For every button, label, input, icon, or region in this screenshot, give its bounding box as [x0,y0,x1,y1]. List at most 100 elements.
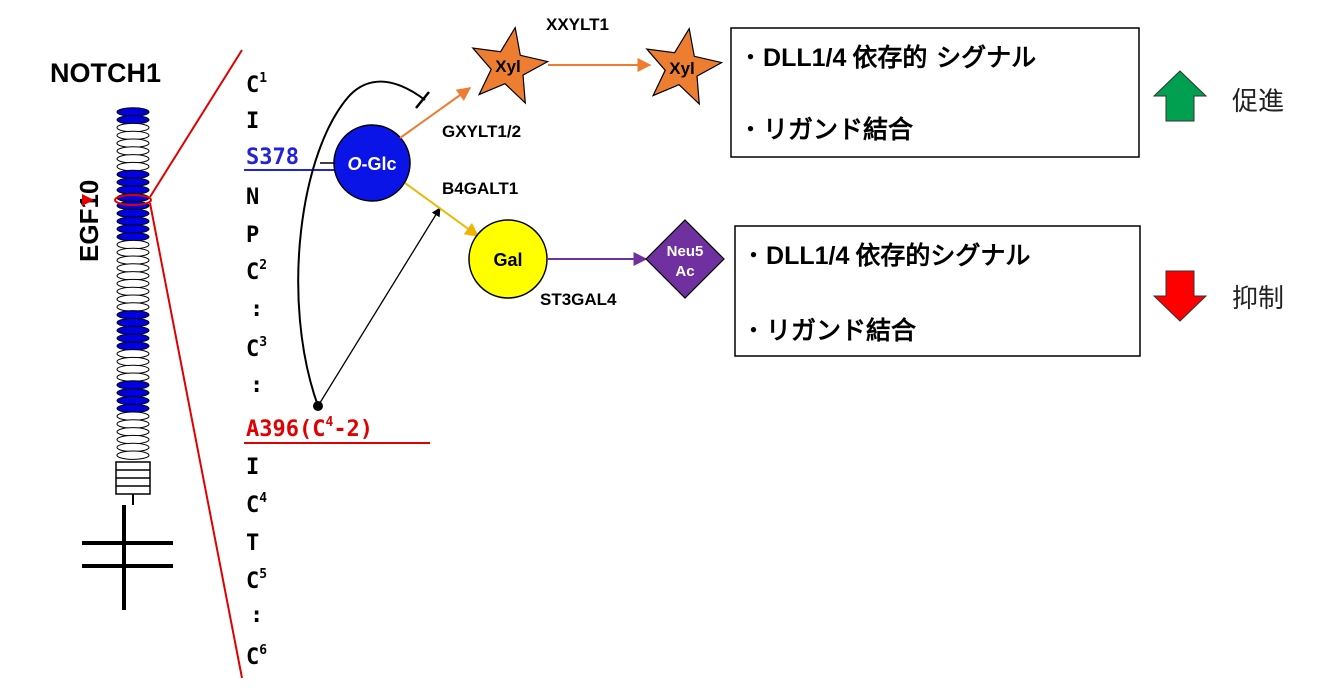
residue-n: N [246,185,259,210]
residue-a396: A396(C4-2) [246,415,373,442]
egf10-sequence: C1 I S378 N P C2 : C3 : A396(C4-2) I C4 … [244,71,430,670]
egf-repeat [116,434,150,445]
xyl-node-2: Xyl [645,26,724,106]
svg-text:Xyl: Xyl [495,57,521,76]
residue-s378: S378 [246,145,299,170]
o-glc-node: O-Glc [333,124,411,202]
promote-line-2: ・リガンド結合 [738,115,914,144]
egf-repeat [116,450,150,460]
egf10-label: EGF10 [74,180,104,262]
egf-repeat [116,216,150,226]
b4galt1-arrow [404,182,480,237]
egf-repeat [116,411,150,421]
enzyme-gxylt: GXYLT1/2 [442,122,521,141]
svg-text:Xyl: Xyl [669,59,695,78]
membrane [82,505,173,610]
inhibition-bar [415,91,430,109]
residue-c3: C3 [246,335,267,362]
gxylt-arrow [399,87,472,139]
egf-repeat [116,154,150,164]
egf-repeat [116,302,150,312]
egf-repeat [116,278,150,289]
residue-c1: C1 [246,71,267,98]
egf-repeat [116,341,150,351]
egf-repeat [116,325,150,336]
egf-repeat [116,255,150,265]
egf-repeat-stack [116,107,150,460]
egf-repeat [116,130,150,141]
residue-c5: C5 [246,567,267,594]
inhibit-line-2: ・リガンド結合 [741,316,917,345]
enzyme-b4galt1: B4GALT1 [442,179,518,198]
egf-repeat [116,271,150,281]
residue-i: I [246,109,259,134]
residue-c4: C4 [246,491,267,518]
down-arrow-icon [1152,270,1208,322]
egf-repeat [116,169,150,180]
egf-repeat [116,177,150,187]
inhibit-label: 抑制 [1232,284,1284,314]
egf-repeat [116,356,150,367]
a396-inhibition-curve [297,80,426,407]
a396-promote-arrow [317,207,441,407]
egf-repeat [116,247,150,258]
egf-repeat [116,122,150,133]
egf-repeat [116,317,150,328]
svg-text:Gal: Gal [493,250,522,270]
lnr-region [115,461,151,505]
egf-repeat [116,419,150,429]
residue-t: T [246,531,259,556]
residue-c2: C2 [246,258,267,285]
egf-repeat [116,364,150,375]
egf-repeat [116,403,150,414]
residue-p: P [246,223,259,248]
neu5ac-node: Neu5 Ac [645,219,725,299]
residue-gap-1: : [250,297,263,322]
egf-repeat [116,161,150,172]
zoom-line-top [149,49,243,198]
egf-repeat [116,263,150,273]
residue-gap-2: : [250,373,263,398]
egf-repeat [116,388,150,398]
residue-c6: C6 [246,643,267,670]
zoom-line-bottom [149,202,243,679]
egf-repeat [116,395,150,406]
gal-node: Gal [468,219,548,299]
egf-repeat [116,333,150,343]
residue-i-2: I [246,455,259,480]
egf-repeat [116,286,150,297]
residue-gap-3: : [250,603,263,628]
egf-repeat [116,380,150,390]
egf-repeat [116,294,150,304]
enzyme-xxylt1: XXYLT1 [546,15,609,34]
promote-label: 促進 [1232,87,1284,117]
enzyme-st3gal4: ST3GAL4 [540,290,617,309]
egf-repeat [116,232,150,242]
egf-repeat [116,115,150,125]
svg-text:Ac: Ac [675,263,694,280]
egf10-pointer-icon [82,194,94,206]
egf-repeat [116,349,150,359]
egf-repeat [116,138,150,148]
xyl-node-1: Xyl [471,25,550,105]
egf-repeat [116,442,150,453]
egf-repeat [116,310,150,320]
egf-repeat [116,224,150,234]
egf-repeat [116,427,150,437]
svg-text:Neu5: Neu5 [667,243,704,260]
egf-repeat [116,239,150,250]
svg-text:O-Glc: O-Glc [347,154,396,174]
egf-repeat [116,372,150,382]
egf-repeat [116,146,150,156]
up-arrow-icon [1152,70,1208,122]
notch1-label: NOTCH1 [50,58,161,88]
egf10-highlight [114,194,152,206]
egf-repeat [116,208,150,219]
egf-repeat [116,185,150,195]
egf-repeat [116,107,150,117]
